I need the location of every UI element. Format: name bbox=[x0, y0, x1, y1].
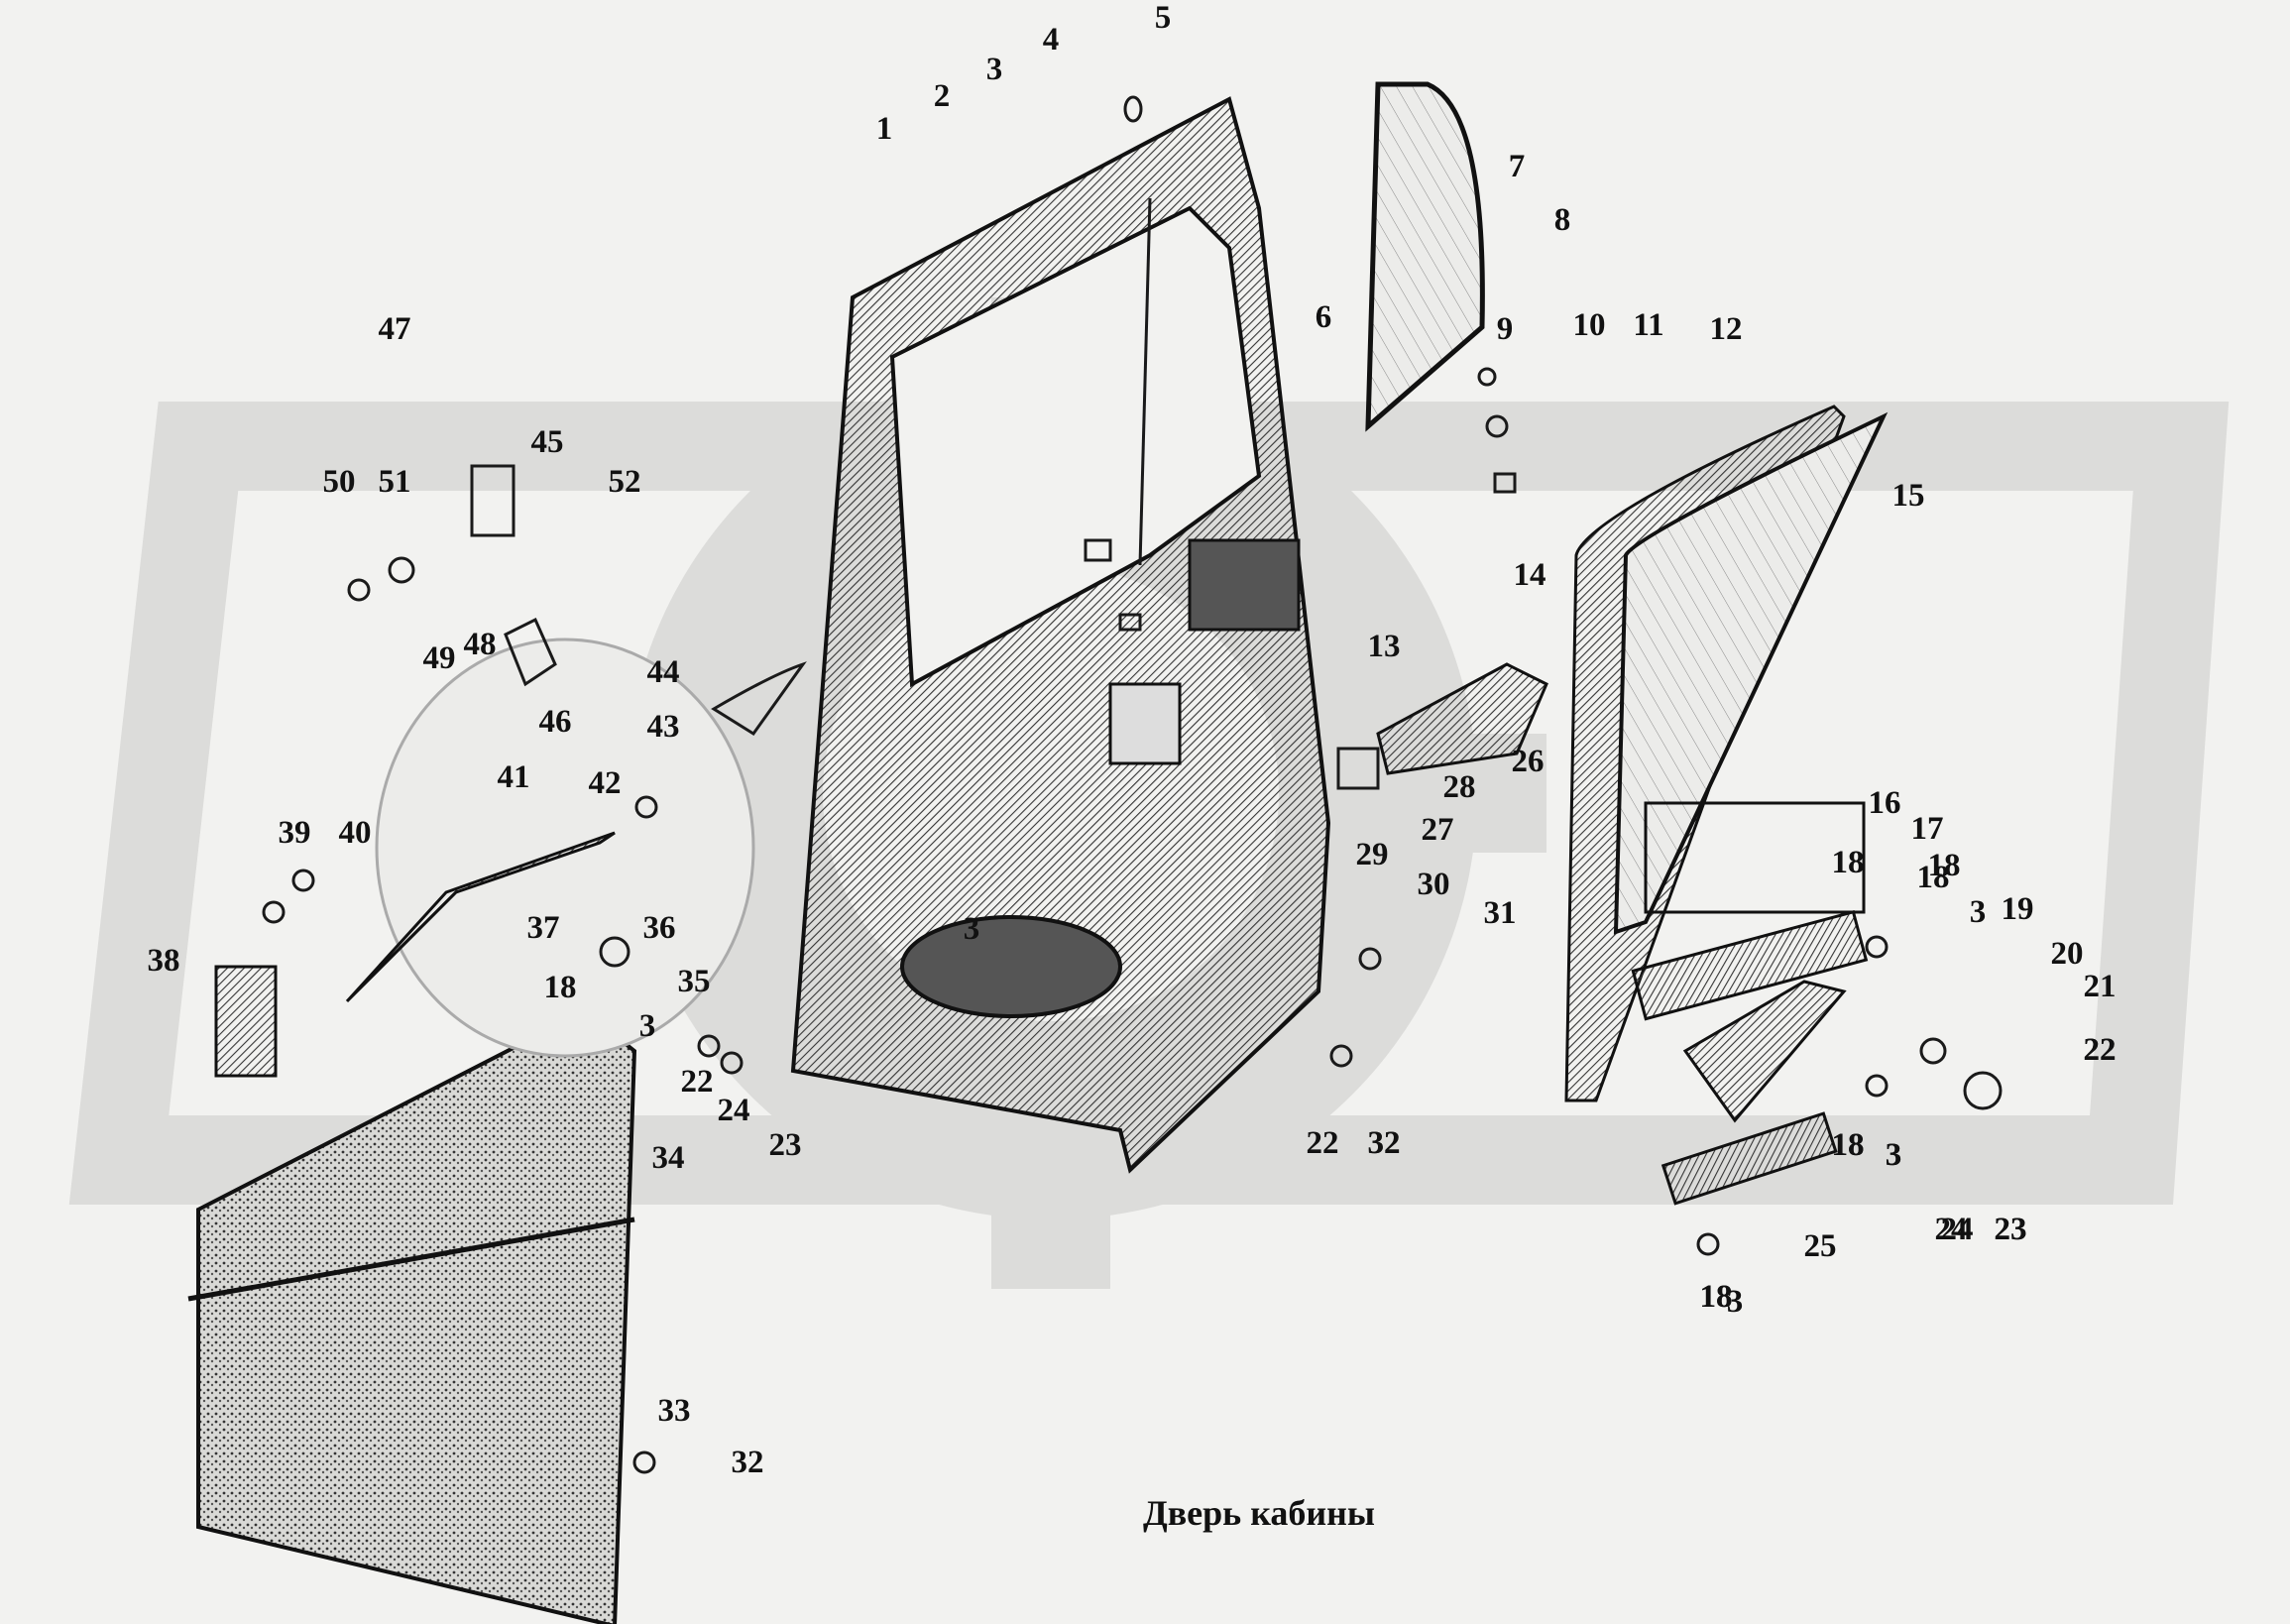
part-label-4: 4 bbox=[1043, 22, 1060, 58]
part-label-37: 37 bbox=[527, 910, 560, 946]
part-label-43: 43 bbox=[647, 709, 680, 745]
part-label-32: 32 bbox=[1368, 1125, 1401, 1161]
part-label-15: 15 bbox=[1892, 478, 1925, 514]
part-label-18: 18 bbox=[1917, 860, 1950, 895]
part-label-23: 23 bbox=[1995, 1212, 2027, 1247]
part-label-35: 35 bbox=[678, 964, 711, 999]
part-label-44: 44 bbox=[647, 654, 680, 690]
window-regulator bbox=[1631, 909, 2003, 1206]
part-label-32: 32 bbox=[1368, 1125, 1401, 1161]
window-glass bbox=[1564, 405, 1889, 1102]
part-label-46: 46 bbox=[539, 704, 572, 740]
part-label-22: 22 bbox=[2084, 1032, 2117, 1068]
part-label-52: 52 bbox=[609, 464, 641, 500]
part-label-27: 27 bbox=[1422, 812, 1454, 848]
part-label-3: 3 bbox=[639, 1008, 656, 1044]
part-label-9: 9 bbox=[1497, 311, 1514, 347]
part-label-18: 18 bbox=[1832, 1127, 1865, 1163]
part-label-18: 18 bbox=[544, 970, 577, 1005]
part-label-41: 41 bbox=[498, 759, 530, 795]
part-label-2: 2 bbox=[934, 78, 951, 114]
part-label-34: 34 bbox=[652, 1140, 685, 1176]
part-label-1: 1 bbox=[876, 111, 893, 147]
part-label-25: 25 bbox=[1804, 1228, 1837, 1264]
part-label-29: 29 bbox=[1356, 837, 1389, 872]
part-label-3: 3 bbox=[1970, 894, 1987, 930]
part-label-33: 33 bbox=[658, 1393, 691, 1429]
part-label-32: 32 bbox=[732, 1445, 764, 1480]
part-label-6: 6 bbox=[1316, 299, 1332, 335]
part-label-13: 13 bbox=[1368, 629, 1401, 664]
part-label-21: 21 bbox=[2084, 969, 2117, 1004]
part-label-23: 23 bbox=[769, 1127, 802, 1163]
fasteners bbox=[262, 95, 1889, 1474]
part-label-39: 39 bbox=[279, 815, 311, 851]
part-label-3: 3 bbox=[1886, 1137, 1902, 1173]
part-label-24: 24 bbox=[1935, 1212, 1968, 1247]
part-label-23: 23 bbox=[1995, 1212, 2027, 1247]
part-label-51: 51 bbox=[379, 464, 411, 500]
part-label-49: 49 bbox=[423, 640, 456, 676]
part-label-16: 16 bbox=[1869, 785, 1901, 821]
part-label-48: 48 bbox=[464, 627, 497, 662]
part-label-3: 3 bbox=[986, 52, 1003, 87]
part-label-3: 3 bbox=[964, 911, 980, 947]
part-label-22: 22 bbox=[2084, 1032, 2117, 1068]
part-label-18: 18 bbox=[1832, 1127, 1865, 1163]
part-label-30: 30 bbox=[1418, 867, 1450, 902]
part-label-10: 10 bbox=[1573, 307, 1606, 343]
part-label-11: 11 bbox=[1633, 307, 1663, 343]
part-label-28: 28 bbox=[1443, 769, 1476, 805]
part-label-17: 17 bbox=[1911, 811, 1944, 847]
part-label-3: 3 bbox=[1727, 1284, 1744, 1320]
part-label-24: 24 bbox=[1941, 1212, 1974, 1247]
part-label-42: 42 bbox=[589, 765, 622, 801]
part-label-14: 14 bbox=[1514, 557, 1546, 593]
part-label-22: 22 bbox=[1307, 1125, 1339, 1161]
vent-window bbox=[1365, 81, 1517, 494]
part-label-20: 20 bbox=[2051, 936, 2084, 972]
part-label-50: 50 bbox=[323, 464, 356, 500]
part-label-36: 36 bbox=[643, 910, 676, 946]
part-label-18: 18 bbox=[1700, 1279, 1733, 1315]
handle-bracket bbox=[1336, 662, 1548, 790]
part-label-22: 22 bbox=[681, 1064, 714, 1100]
part-label-47: 47 bbox=[379, 311, 411, 347]
part-label-8: 8 bbox=[1554, 202, 1571, 238]
part-label-24: 24 bbox=[718, 1093, 750, 1128]
lock-mechanism bbox=[214, 464, 807, 1078]
part-label-7: 7 bbox=[1509, 149, 1526, 184]
part-label-45: 45 bbox=[531, 424, 564, 460]
part-label-5: 5 bbox=[1155, 0, 1172, 36]
part-label-18: 18 bbox=[1832, 845, 1865, 880]
part-label-19: 19 bbox=[2002, 891, 2034, 927]
diagram-caption: Дверь кабины bbox=[1143, 1493, 1375, 1533]
part-label-18: 18 bbox=[1928, 848, 1961, 883]
part-label-31: 31 bbox=[1484, 895, 1517, 931]
part-label-26: 26 bbox=[1512, 744, 1545, 779]
part-label-3: 3 bbox=[1886, 1137, 1902, 1173]
door-frame bbox=[790, 96, 1331, 1174]
part-label-40: 40 bbox=[339, 815, 372, 851]
trim-panel bbox=[187, 1008, 637, 1624]
part-label-38: 38 bbox=[148, 943, 180, 979]
part-label-12: 12 bbox=[1710, 311, 1743, 347]
part-label-18: 18 bbox=[1700, 1279, 1733, 1315]
